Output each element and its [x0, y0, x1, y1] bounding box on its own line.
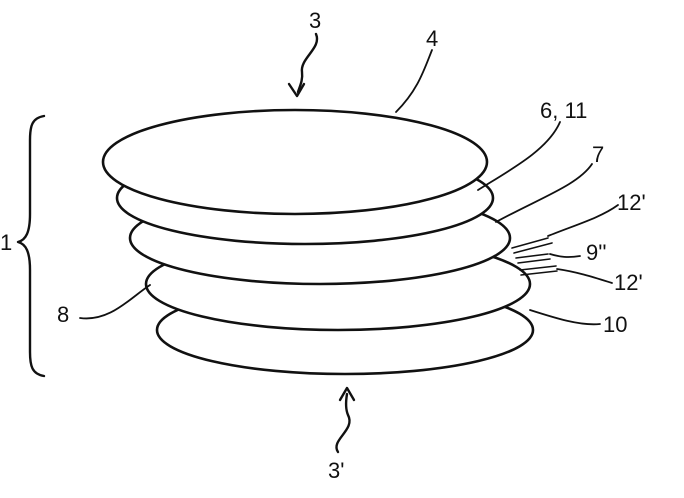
leader-12-lower [556, 268, 613, 284]
tab-upper-2 [513, 242, 553, 254]
label-contact-mid: 9'' [586, 240, 607, 265]
label-contact-lower: 12' [614, 270, 643, 295]
leader-10 [529, 309, 601, 326]
leader-9 [549, 253, 581, 258]
leader-7 [495, 163, 593, 223]
disc-stack [101, 108, 535, 376]
tab-mid [515, 253, 549, 259]
leader-6-11 [477, 121, 561, 191]
tab-lower-2 [520, 270, 558, 276]
label-contact-upper: 12' [617, 190, 646, 215]
leader-4 [395, 49, 433, 113]
label-top-disc: 4 [426, 26, 438, 51]
label-layer-b: 7 [592, 142, 604, 167]
tab-upper [511, 237, 549, 249]
label-layer-a: 6, 11 [540, 98, 587, 123]
tab-lower [519, 265, 557, 271]
disc-1-top [101, 108, 489, 216]
arrow-bottom [335, 386, 356, 454]
leader-lines [79, 49, 619, 326]
leader-8 [79, 284, 151, 320]
label-left-edge: 8 [57, 302, 69, 327]
label-bottom-arrow: 3' [328, 458, 344, 483]
arrow-top [287, 32, 319, 98]
label-bottom-edge: 10 [603, 312, 627, 337]
stack-brace [16, 114, 46, 378]
leader-12-upper [547, 204, 619, 237]
label-top-arrow: 3 [309, 8, 321, 33]
tab-mid-2 [517, 258, 551, 264]
contact-tabs [511, 237, 558, 276]
label-stack-brace: 1 [0, 230, 12, 255]
